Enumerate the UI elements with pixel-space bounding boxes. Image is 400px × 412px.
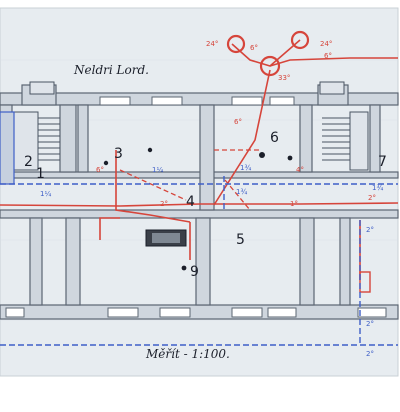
label-blue-b: 1¼ bbox=[152, 166, 163, 174]
room-9: 9 bbox=[190, 264, 199, 280]
label-blue-f: 2° bbox=[366, 226, 374, 234]
flue-circles bbox=[226, 30, 310, 77]
label-red-pipe-f: 2° bbox=[368, 194, 376, 202]
top-stair-headers bbox=[29, 81, 345, 95]
label-blue-c: 1¾ bbox=[240, 164, 251, 172]
circle-center bbox=[259, 55, 281, 77]
label-red-top-right: 24° bbox=[320, 40, 332, 48]
label-red-top-center: 6° bbox=[250, 44, 258, 52]
boiler-unit bbox=[145, 229, 187, 247]
red-dashed-pipes bbox=[119, 149, 260, 211]
circle-right bbox=[290, 30, 310, 50]
label-red-mid-right: 6° bbox=[324, 52, 332, 60]
fixture-dots bbox=[103, 147, 293, 271]
room-5: 5 bbox=[236, 232, 245, 248]
left-apparatus bbox=[0, 111, 15, 185]
label-red-below-circle: 33° bbox=[278, 74, 290, 82]
label-red-pipe-d: 2° bbox=[160, 200, 168, 208]
room-1: 1 bbox=[36, 166, 45, 182]
label-red-top-left: 24° bbox=[206, 40, 218, 48]
paper-sheet bbox=[0, 8, 398, 376]
label-blue-a: 1¼ bbox=[40, 190, 51, 198]
room-6: 6 bbox=[270, 130, 279, 146]
label-red-pipe-a: 6° bbox=[234, 118, 242, 126]
circle-left bbox=[226, 34, 246, 54]
label-red-pipe-c: 4° bbox=[296, 166, 304, 174]
label-blue-e: 1¾ bbox=[372, 184, 383, 192]
sheet-title: Neldri Lord. bbox=[73, 63, 149, 77]
blue-pipe-network bbox=[0, 176, 398, 346]
label-blue-g: 2° bbox=[366, 320, 374, 328]
right-riser-box bbox=[359, 271, 371, 293]
label-blue-h: 2° bbox=[366, 350, 374, 358]
room-7: 7 bbox=[378, 154, 387, 170]
label-blue-d: 1¾ bbox=[236, 188, 247, 196]
window-niches bbox=[5, 96, 387, 318]
building-walls bbox=[0, 84, 399, 320]
room-3: 3 bbox=[114, 146, 123, 162]
label-red-pipe-b: 6° bbox=[96, 166, 104, 174]
room-4: 4 bbox=[186, 194, 195, 210]
scale-note: Měřít - 1:100. bbox=[145, 347, 230, 361]
left-staircase bbox=[11, 111, 60, 171]
label-red-pipe-e: 1° bbox=[290, 200, 298, 208]
room-2: 2 bbox=[24, 154, 33, 170]
right-staircase bbox=[322, 111, 369, 171]
